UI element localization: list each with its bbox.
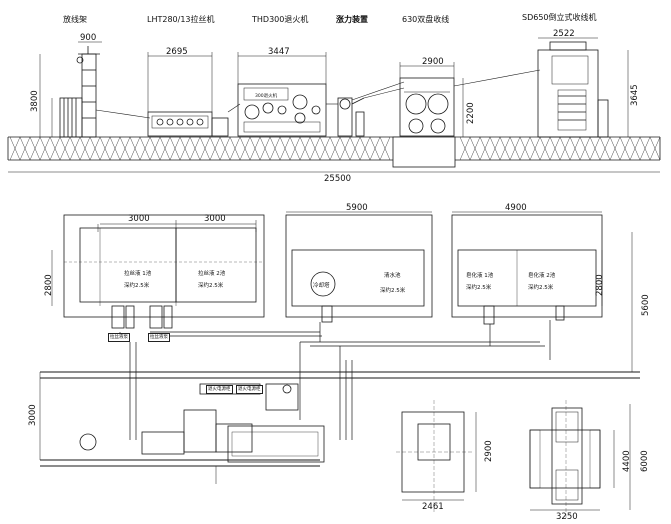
dim-middle-width: 5900 — [346, 203, 368, 213]
cooling-tower-label: 冷却塔 — [313, 283, 330, 289]
pool4-name: 皂化液 2池 — [528, 273, 556, 279]
pump-label-b: 拉丝液泵 — [148, 333, 170, 342]
pool3-name: 皂化液 1池 — [466, 273, 494, 279]
dim-plan-b-width: 3250 — [556, 512, 578, 522]
dim-drawing-width: 2695 — [166, 47, 188, 57]
line-layout-plan — [79, 383, 325, 484]
take-up-title: 630双盘收线 — [402, 15, 450, 24]
drawing-machine — [147, 111, 229, 137]
annealer-title: THD300退火机 — [252, 15, 309, 24]
pool1-depth: 深约2.5米 — [124, 283, 150, 289]
coiler-machine — [537, 41, 609, 138]
dim-take-up-width: 2900 — [422, 57, 444, 67]
dim-total-length: 25500 — [324, 174, 352, 184]
take-up-plan — [396, 400, 477, 514]
drawing-title: LHT280/13拉丝机 — [147, 15, 215, 24]
dim-plan-a-width: 2461 — [422, 502, 444, 512]
dim-plan-a-height: 2900 — [484, 440, 494, 462]
pool3-depth: 深约2.5米 — [466, 285, 492, 291]
dim-bottom-height: 3000 — [28, 404, 38, 426]
pay-off-title: 放线架 — [63, 15, 87, 24]
top-dimension-lines — [8, 37, 660, 173]
dim-coiler-height: 3645 — [630, 84, 640, 106]
pool2-name: 拉丝液 2池 — [198, 271, 226, 277]
dim-plan-b-height-1: 4400 — [622, 450, 632, 472]
coiler-plan — [529, 400, 631, 518]
dim-coiler-width: 2522 — [553, 29, 575, 39]
dim-left-height: 2800 — [44, 274, 54, 296]
dim-pool1-width: 3000 — [128, 214, 150, 224]
coiler-title: SD650倒立式收线机 — [522, 13, 597, 22]
pool1-name: 拉丝液 1池 — [124, 271, 152, 277]
dim-take-up-height: 2200 — [466, 102, 476, 124]
dim-plan-b-height-2: 6000 — [640, 450, 650, 472]
dim-pay-off-height: 3800 — [30, 90, 40, 112]
dim-pay-off-width: 900 — [80, 33, 97, 43]
dim-right-height: 2800 — [595, 274, 605, 296]
dim-pool2-width: 3000 — [204, 214, 226, 224]
dim-total-height: 5600 — [641, 294, 651, 316]
power-cabinet-2: 退火电源柜 — [236, 385, 263, 394]
annealer-tag: 300退火机 — [255, 92, 278, 99]
annealer-machine — [237, 83, 327, 137]
dim-right-width: 4900 — [505, 203, 527, 213]
pool-group-middle — [285, 214, 433, 318]
pool2-depth: 深约2.5米 — [198, 283, 224, 289]
pipe-lines — [40, 320, 640, 467]
clean-pool-name: 清水池 — [384, 273, 401, 279]
pump-label-a: 拉丝液泵 — [108, 333, 130, 342]
pool-group-left — [63, 214, 265, 318]
pool4-depth: 深约2.5米 — [528, 285, 554, 291]
take-up-machine — [399, 77, 455, 137]
plan-dimension-lines — [39, 211, 633, 460]
power-cabinet-1: 退火电源柜 — [206, 385, 233, 394]
dim-annealer-width: 3447 — [268, 47, 290, 57]
pool-group-right — [451, 214, 603, 318]
tension-device — [337, 97, 365, 137]
tension-title: 涨力装置 — [336, 15, 368, 24]
pay-off-stand — [59, 46, 100, 138]
pumps — [111, 305, 565, 329]
clean-pool-depth: 深约2.5米 — [380, 288, 406, 294]
floor-slab — [7, 136, 661, 168]
